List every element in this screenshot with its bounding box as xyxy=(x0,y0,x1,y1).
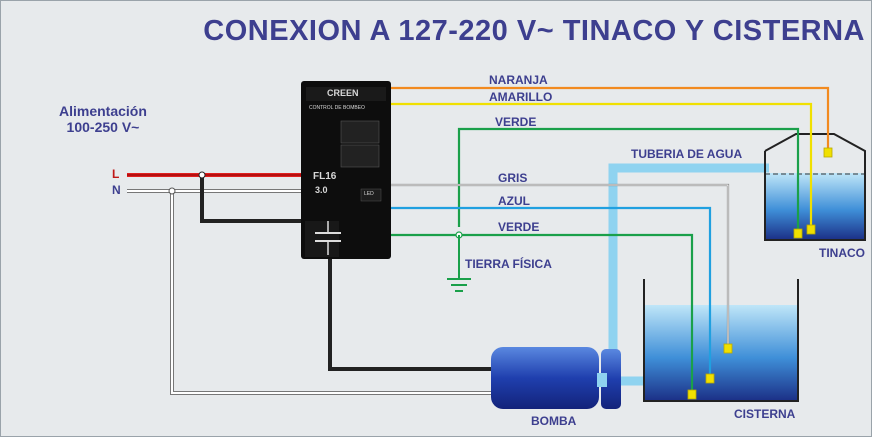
tinaco-wires xyxy=(391,86,830,231)
supply-label-line1: Alimentación xyxy=(59,103,147,119)
controller-version: 3.0 xyxy=(315,185,328,195)
tinaco-tank xyxy=(764,133,866,241)
pump-label: BOMBA xyxy=(531,414,577,428)
ground-symbol xyxy=(447,235,471,292)
line-terminal-label: L xyxy=(112,167,120,181)
supply-label: Alimentación 100-250 V~ xyxy=(59,103,147,135)
supply-label-line2: 100-250 V~ xyxy=(66,119,140,135)
controller-brand: CREEN xyxy=(327,88,359,98)
sensor-probes xyxy=(687,147,833,400)
wire-label-verde-cisterna: VERDE xyxy=(498,220,540,234)
cisterna-tank xyxy=(643,279,799,402)
water-pipe-label: TUBERIA DE AGUA xyxy=(631,147,743,161)
wire-label-amarillo: AMARILLO xyxy=(489,90,553,104)
pump-motor xyxy=(491,347,621,409)
controller-box xyxy=(301,81,391,259)
tinaco-label: TINACO xyxy=(819,246,865,260)
cisterna-wires xyxy=(391,183,730,393)
wire-label-verde-tinaco: VERDE xyxy=(495,115,537,129)
wire-label-naranja: NARANJA xyxy=(489,73,548,87)
diagram-title: CONEXION A 127-220 V~ TINACO Y CISTERNA xyxy=(203,15,865,47)
controller-subtitle: CONTROL DE BOMBEO xyxy=(309,105,365,111)
power-lines xyxy=(127,171,501,395)
neutral-terminal-label: N xyxy=(112,183,121,197)
cisterna-label: CISTERNA xyxy=(734,407,796,421)
controller-model: FL16 xyxy=(313,171,337,182)
wire-label-gris: GRIS xyxy=(498,171,528,185)
wire-label-azul: AZUL xyxy=(498,194,530,208)
ground-label: TIERRA FÍSICA xyxy=(465,257,552,271)
controller-badge: LED xyxy=(364,191,374,197)
